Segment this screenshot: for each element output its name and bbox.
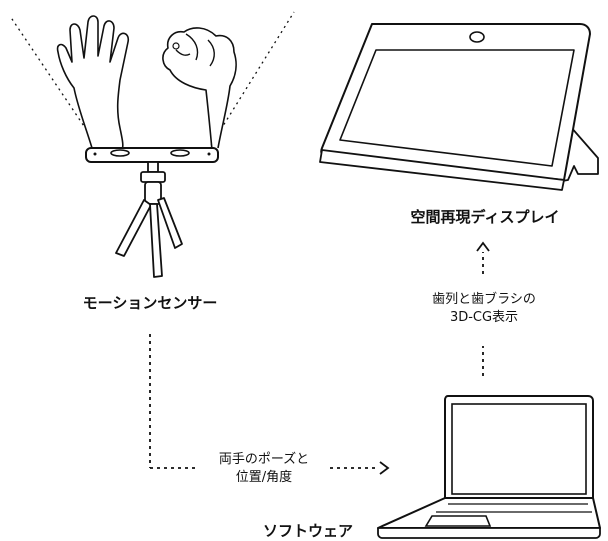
sensor-bar bbox=[85, 147, 219, 163]
laptop-touchpad bbox=[424, 515, 492, 527]
laptop-keyboard bbox=[436, 503, 592, 513]
tripod-head bbox=[140, 171, 166, 183]
flow-label-hand-pose-line1: 両手のポーズと bbox=[218, 452, 310, 467]
flow-label-hand-pose-line2: 位置/角度 bbox=[235, 470, 293, 485]
tripod-leg-center bbox=[149, 203, 163, 278]
spatial-display-illustration bbox=[319, 23, 599, 191]
flow-label-3dcg: 歯列と歯ブラシの 3D-CG表示 bbox=[416, 291, 552, 327]
fist-thumb-detail bbox=[172, 42, 180, 50]
laptop-screen bbox=[451, 403, 587, 495]
laptop-illustration bbox=[377, 395, 601, 539]
flow-label-3dcg-line2: 3D-CG表示 bbox=[449, 310, 519, 325]
flow-connectors bbox=[149, 241, 490, 475]
display-screen bbox=[339, 49, 575, 167]
tripod-leg-right bbox=[157, 197, 183, 249]
laptop-front-edge bbox=[377, 527, 601, 539]
display-base-edge bbox=[319, 149, 565, 191]
display-label: 空間再現ディスプレイ bbox=[410, 208, 560, 226]
display-camera bbox=[469, 31, 485, 43]
tripod-leg-left bbox=[115, 199, 152, 257]
sensor-led-right bbox=[207, 152, 211, 156]
fist-finger-lines bbox=[175, 33, 215, 67]
sensor-lens-right bbox=[170, 149, 190, 157]
motion-sensor-label: モーションセンサー bbox=[82, 294, 218, 312]
sensor-lens-left bbox=[110, 149, 130, 157]
software-label: ソフトウェア bbox=[262, 522, 353, 540]
flow-arrowhead-to-display bbox=[476, 241, 490, 252]
tripod-mount-top bbox=[147, 161, 159, 173]
flow-arrowhead-to-laptop bbox=[379, 461, 390, 475]
sensor-led-left bbox=[93, 152, 97, 156]
hand-left-illustration bbox=[56, 15, 130, 151]
flow-label-hand-pose: 両手のポーズと 位置/角度 bbox=[196, 451, 332, 487]
hand-right-illustration bbox=[162, 27, 237, 151]
motion-sensor-illustration bbox=[9, 11, 295, 278]
flow-label-3dcg-line1: 歯列と歯ブラシの bbox=[432, 292, 536, 307]
